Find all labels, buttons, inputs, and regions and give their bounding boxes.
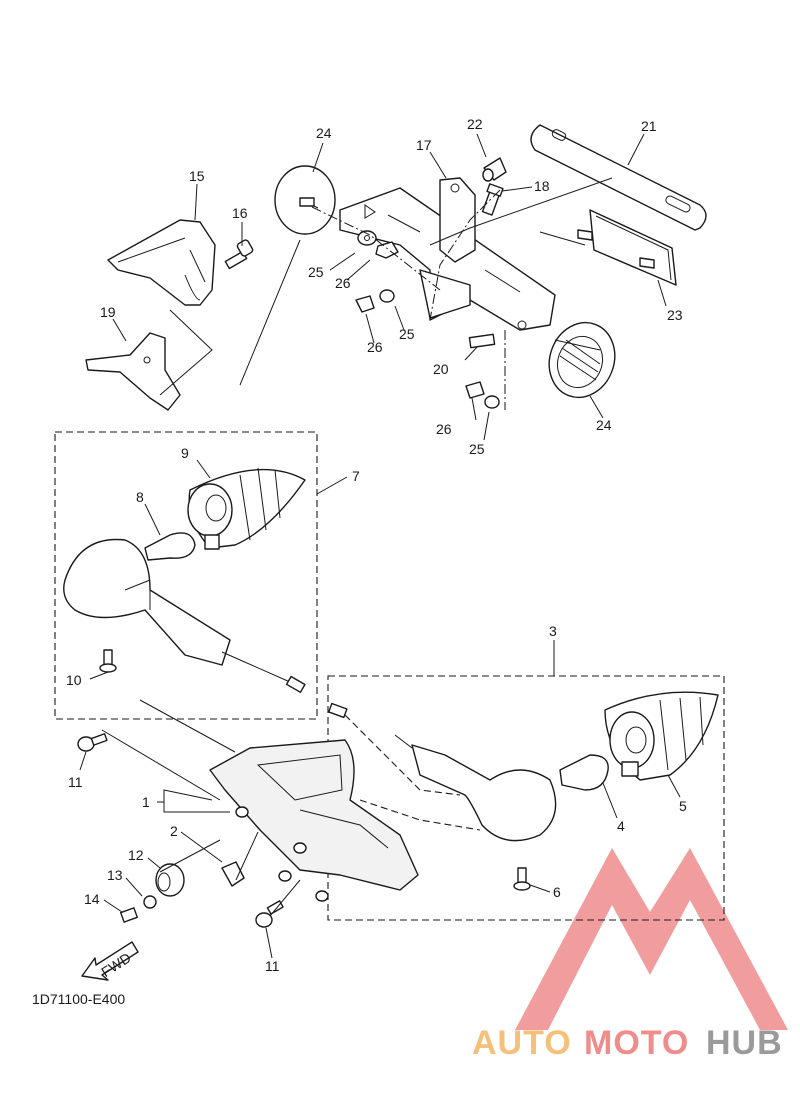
part-21-plate-bracket xyxy=(530,124,707,231)
watermark-text-auto: AUTO xyxy=(472,1024,572,1062)
part-11-bolt-upper xyxy=(77,733,108,752)
callout-3: 3 xyxy=(549,623,557,639)
callout-14: 14 xyxy=(84,891,100,907)
callout-17: 17 xyxy=(416,137,432,153)
callout-23: 23 xyxy=(667,307,683,323)
part-5-lens xyxy=(604,691,719,781)
part-18-bolt xyxy=(481,183,504,216)
callout-25: 25 xyxy=(308,264,324,280)
callout-leaders xyxy=(79,133,681,959)
part-12-damper xyxy=(155,863,185,897)
callout-20: 20 xyxy=(433,361,449,377)
callout-26: 26 xyxy=(436,421,452,437)
assembly-line-1 xyxy=(311,206,441,291)
assembly-line-6 xyxy=(344,714,481,831)
callout-26: 26 xyxy=(367,339,383,355)
callout-25: 25 xyxy=(399,326,415,342)
callout-1: 1 xyxy=(142,794,150,810)
drawing-code: 1D71100-E400 xyxy=(32,991,125,1007)
part-24-reflector-upper xyxy=(274,165,336,235)
part-9-lens xyxy=(187,467,306,550)
watermark-text-hub: HUB xyxy=(706,1024,783,1062)
callout-8: 8 xyxy=(136,489,144,505)
callout-5: 5 xyxy=(679,798,687,814)
part-23-plate-light xyxy=(577,209,677,286)
callout-2: 2 xyxy=(170,823,178,839)
part-15-cover xyxy=(107,219,216,306)
part-16-screw xyxy=(224,239,254,270)
part-8-bulb xyxy=(144,532,196,561)
callout-24: 24 xyxy=(316,125,332,141)
callout-21: 21 xyxy=(641,118,657,134)
part-13-washer xyxy=(143,895,157,909)
assembly-line-5 xyxy=(101,699,301,917)
part-19-bracket xyxy=(85,332,181,411)
callout-13: 13 xyxy=(107,867,123,883)
part-7-signal-housing xyxy=(63,538,306,694)
watermark-logo xyxy=(515,848,788,1030)
part-10-screw xyxy=(99,649,117,673)
watermark-triangle xyxy=(515,848,788,1030)
callout-16: 16 xyxy=(232,205,248,221)
callout-24: 24 xyxy=(596,417,612,433)
callout-4: 4 xyxy=(617,818,625,834)
part-2-grommets xyxy=(221,806,329,902)
watermark-text-moto: MOTO xyxy=(584,1024,689,1062)
callout-15: 15 xyxy=(189,168,205,184)
part-14-bolt xyxy=(120,907,138,923)
callout-9: 9 xyxy=(181,445,189,461)
part-6-screw xyxy=(513,867,531,891)
part-1-tail-bracket xyxy=(209,739,419,891)
callout-22: 22 xyxy=(467,116,483,132)
callout-18: 18 xyxy=(534,178,550,194)
callout-7: 7 xyxy=(352,468,360,484)
callout-10: 10 xyxy=(66,672,82,688)
part-24-reflector-lower xyxy=(548,321,616,399)
callout-numbers: 24 22 21 17 15 18 16 25 26 19 23 25 26 2… xyxy=(66,116,687,974)
callout-11: 11 xyxy=(265,958,280,974)
callout-19: 19 xyxy=(100,304,116,320)
fwd-arrow-icon xyxy=(81,941,139,981)
part-4-bulb xyxy=(559,754,609,791)
part-22-grommet xyxy=(482,157,507,182)
callout-25: 25 xyxy=(469,441,485,457)
watermark-triangle-inner xyxy=(578,965,700,1030)
callout-6: 6 xyxy=(553,884,561,900)
assembly-line-2 xyxy=(429,189,501,321)
assembly-line-4 xyxy=(159,177,613,396)
part-17-main-bracket xyxy=(339,177,556,331)
part-11-bolt-lower xyxy=(255,900,284,928)
callout-26: 26 xyxy=(335,275,351,291)
callout-11: 11 xyxy=(68,774,83,790)
callout-12: 12 xyxy=(128,847,144,863)
part-25-26-fasteners xyxy=(355,230,500,409)
part-3-signal-housing xyxy=(328,702,557,842)
